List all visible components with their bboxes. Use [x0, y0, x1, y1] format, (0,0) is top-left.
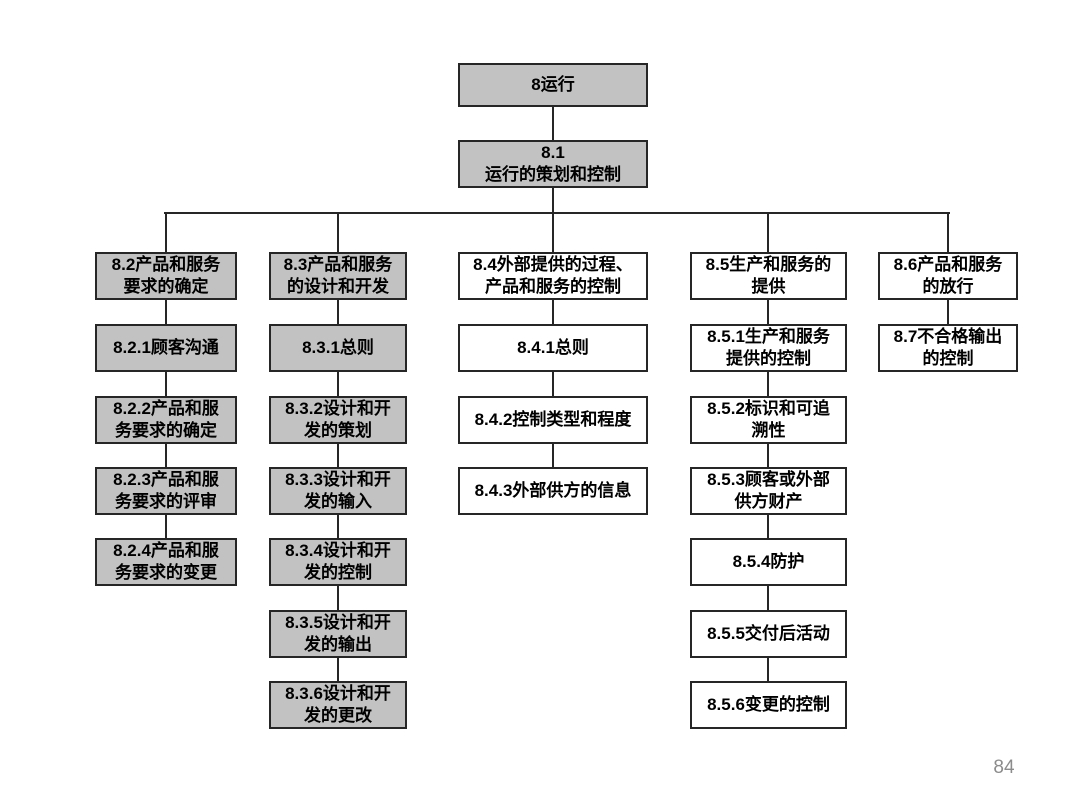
node-8-5-4: 8.5.4防护: [690, 538, 847, 586]
node-8-3-2: 8.3.2设计和开 发的策划: [269, 396, 407, 444]
connector-8-3-seg1: [337, 300, 339, 324]
connector-8-5-seg3: [767, 444, 769, 467]
connector-8-6-seg1: [947, 300, 949, 324]
connector-root-to-8-1: [552, 107, 554, 140]
connector-horizontal-bus: [164, 212, 950, 214]
node-8-4-2: 8.4.2控制类型和程度: [458, 396, 648, 444]
node-8-1-planning-control: 8.1 运行的策划和控制: [458, 140, 648, 188]
connector-8-2-seg2: [165, 372, 167, 396]
node-8-5-1: 8.5.1生产和服务 提供的控制: [690, 324, 847, 372]
node-8-2: 8.2产品和服务 要求的确定: [95, 252, 237, 300]
connector-8-3-seg5: [337, 586, 339, 610]
node-8-4-1: 8.4.1总则: [458, 324, 648, 372]
node-8-7: 8.7不合格输出 的控制: [878, 324, 1018, 372]
connector-8-3-seg4: [337, 515, 339, 538]
node-8-2-3: 8.2.3产品和服 务要求的评审: [95, 467, 237, 515]
node-8-6: 8.6产品和服务 的放行: [878, 252, 1018, 300]
connector-8-2-seg3: [165, 444, 167, 467]
node-8-5: 8.5生产和服务的 提供: [690, 252, 847, 300]
node-8-3: 8.3产品和服务 的设计和开发: [269, 252, 407, 300]
connector-8-2-seg1: [165, 300, 167, 324]
connector-drop-col-8-4: [552, 214, 554, 252]
connector-8-2-seg4: [165, 515, 167, 538]
node-8-5-2: 8.5.2标识和可追 溯性: [690, 396, 847, 444]
connector-8-4-seg1: [552, 300, 554, 324]
node-8-5-3: 8.5.3顾客或外部 供方财产: [690, 467, 847, 515]
node-8-3-6: 8.3.6设计和开 发的更改: [269, 681, 407, 729]
connector-8-3-seg3: [337, 444, 339, 467]
connector-drop-col-8-2: [165, 214, 167, 252]
connector-drop-col-8-5: [767, 214, 769, 252]
node-8-3-5: 8.3.5设计和开 发的输出: [269, 610, 407, 658]
connector-8-5-seg1: [767, 300, 769, 324]
connector-8-4-seg2: [552, 372, 554, 396]
node-8-3-3: 8.3.3设计和开 发的输入: [269, 467, 407, 515]
connector-drop-col-8-6: [947, 214, 949, 252]
node-8-3-4: 8.3.4设计和开 发的控制: [269, 538, 407, 586]
connector-8-5-seg4: [767, 515, 769, 538]
connector-8-5-seg5: [767, 586, 769, 610]
connector-8-3-seg6: [337, 658, 339, 681]
node-8-3-1: 8.3.1总则: [269, 324, 407, 372]
connector-8-4-seg3: [552, 444, 554, 467]
node-8-5-5: 8.5.5交付后活动: [690, 610, 847, 658]
node-8-2-1: 8.2.1顾客沟通: [95, 324, 237, 372]
connector-drop-col-8-3: [337, 214, 339, 252]
node-8-2-2: 8.2.2产品和服 务要求的确定: [95, 396, 237, 444]
node-8-2-4: 8.2.4产品和服 务要求的变更: [95, 538, 237, 586]
node-8-5-6: 8.5.6变更的控制: [690, 681, 847, 729]
connector-8-5-seg2: [767, 372, 769, 396]
connector-8-1-to-bus: [552, 188, 554, 212]
connector-8-5-seg6: [767, 658, 769, 681]
node-8-operation: 8运行: [458, 63, 648, 107]
connector-8-3-seg2: [337, 372, 339, 396]
page-number: 84: [993, 757, 1015, 778]
node-8-4-3: 8.4.3外部供方的信息: [458, 467, 648, 515]
node-8-4: 8.4外部提供的过程、 产品和服务的控制: [458, 252, 648, 300]
